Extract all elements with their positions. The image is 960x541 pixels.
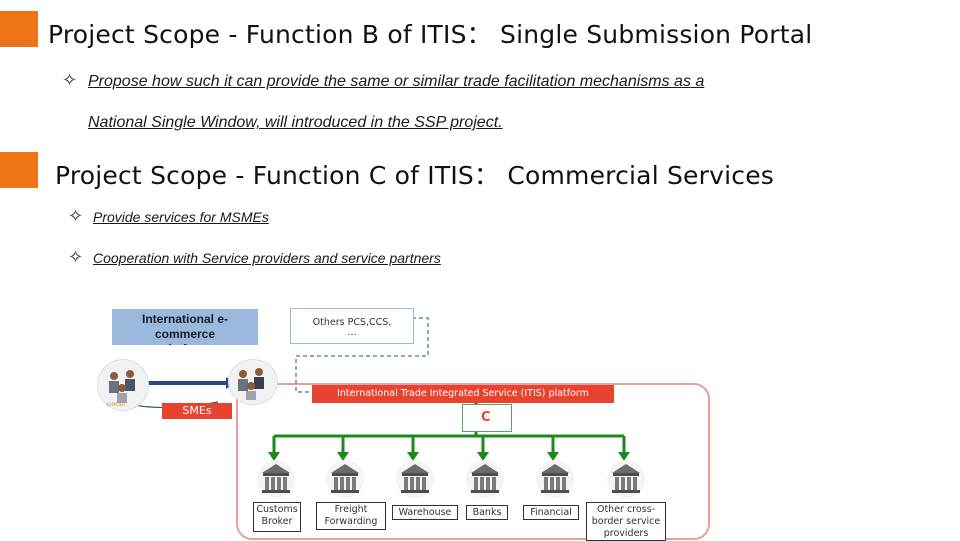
ecommerce-platform-box: International e-commerce platform — [112, 309, 258, 345]
provider-label: Other cross-border service providers — [586, 502, 666, 541]
section-b-bullet-line1: Propose how such it can provide the same… — [88, 73, 704, 91]
itis-platform-bar: International Trade Integrated Service (… — [312, 385, 614, 403]
itis-platform-label: International Trade Integrated Service (… — [312, 385, 614, 403]
section-c-bullet-2: Cooperation with Service providers and s… — [93, 250, 441, 266]
smes-label: SMEs — [162, 403, 232, 419]
four-point-star-icon: ✧ — [62, 70, 77, 91]
platform-outline — [236, 383, 710, 540]
provider-label: Banks — [466, 505, 508, 520]
svg-text:SUPPLIER: SUPPLIER — [106, 402, 125, 407]
function-c-box: C — [462, 404, 512, 432]
provider-label: Customs Broker — [253, 502, 301, 532]
section-c-bullet-1: Provide services for MSMEs — [93, 209, 269, 225]
bank-building-icon — [256, 459, 296, 499]
section-b-bullet-line2: National Single Window, will introduced … — [88, 114, 503, 132]
bank-building-icon — [606, 459, 646, 499]
others-box-line2: … — [291, 328, 413, 337]
section-c-marker — [0, 152, 38, 188]
provider-label: Freight Forwarding — [316, 502, 386, 530]
bank-building-icon — [325, 459, 365, 499]
section-b-title: Project Scope - Function B of ITIS： Sing… — [48, 15, 812, 51]
four-point-star-icon: ✧ — [68, 247, 83, 268]
others-pcs-ccs-box: Others PCS,CCS, … — [290, 308, 414, 344]
provider-label: Warehouse — [392, 505, 458, 520]
bank-building-icon — [535, 459, 575, 499]
others-box-line1: Others PCS,CCS, — [291, 317, 413, 328]
provider-label: Financial — [523, 505, 579, 520]
section-c-title: Project Scope - Function C of ITIS： Comm… — [55, 156, 774, 192]
ecommerce-platform-label: International e-commerce platform — [112, 309, 258, 345]
smes-box: SMEs — [162, 403, 232, 419]
sme-cluster-icon: SUPPLIER — [97, 359, 149, 411]
function-c-label: C — [463, 405, 511, 431]
sme-cluster-icon — [228, 359, 278, 405]
bank-building-icon — [465, 459, 505, 499]
four-point-star-icon: ✧ — [68, 206, 83, 227]
bank-building-icon — [395, 459, 435, 499]
section-b-marker — [0, 11, 38, 47]
